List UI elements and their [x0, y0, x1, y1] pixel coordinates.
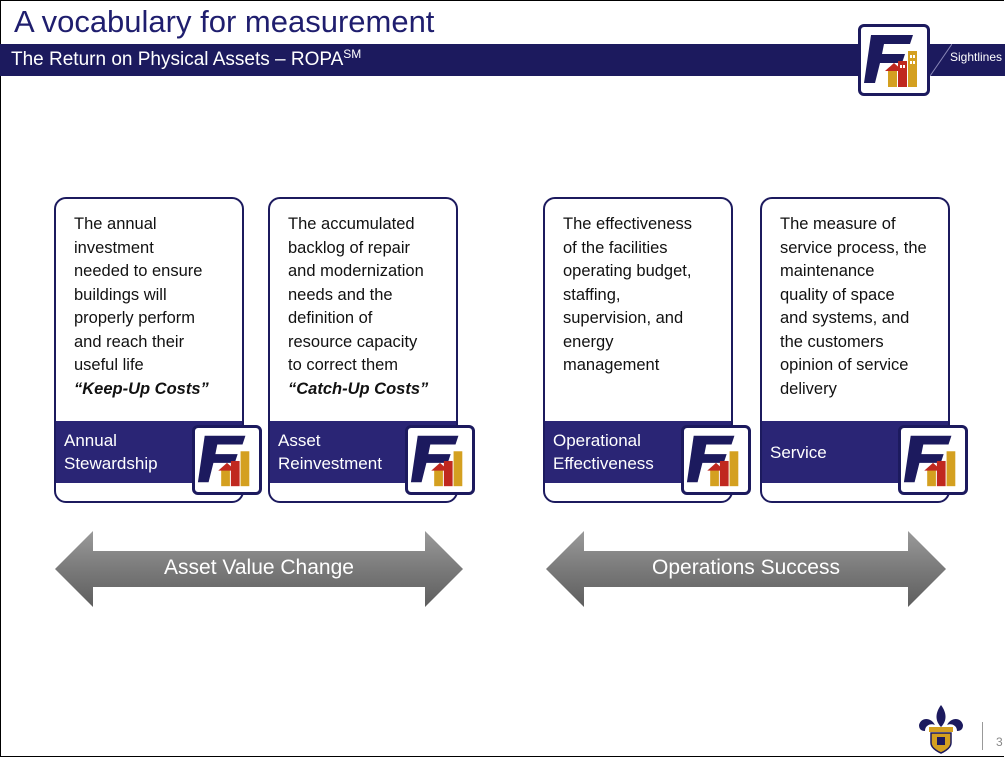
card-line: The effectiveness — [563, 215, 693, 233]
card-line: investment — [74, 238, 154, 257]
card-line: properly perform — [74, 309, 196, 327]
double-arrow-left — [55, 531, 463, 607]
card-line: energy — [563, 332, 614, 351]
card-description: The annual investment needed to ensure b… — [74, 213, 234, 401]
card-line: opinion of service — [780, 356, 909, 374]
page-number-divider — [982, 722, 983, 750]
card-label-line: Stewardship — [64, 454, 158, 473]
card-logo-icon — [192, 425, 262, 495]
card-line: resource capacity — [288, 332, 418, 351]
card-description: The measure of service process, the main… — [780, 213, 940, 401]
brand-separator — [930, 44, 952, 76]
card-line: needs and the — [288, 285, 393, 304]
card-label-line: Reinvestment — [278, 454, 382, 473]
card-emphasis: “Catch-Up Costs” — [288, 379, 429, 398]
card-line: delivery — [780, 379, 837, 398]
card-line: useful life — [74, 356, 144, 374]
card-line: maintenance — [780, 262, 875, 280]
card-line: The accumulated — [288, 215, 415, 233]
card-line: and systems, and — [780, 309, 910, 327]
card-line: operating budget, — [563, 262, 692, 280]
card-line: The annual — [74, 215, 157, 233]
card-description: The effectiveness of the facilities oper… — [563, 213, 723, 378]
card-line: buildings will — [74, 285, 167, 304]
card-line: the customers — [780, 332, 884, 351]
card-line: to correct them — [288, 356, 399, 374]
brand-name: Sightlines — [950, 50, 1003, 64]
header-logo-icon — [858, 24, 930, 96]
card-logo-icon — [681, 425, 751, 495]
card-line: and reach their — [74, 332, 185, 351]
service-mark: SM — [343, 47, 362, 61]
asset-value-change-label: Asset Value Change — [164, 556, 354, 579]
double-arrow-right — [546, 531, 946, 607]
card-line: quality of space — [780, 285, 895, 304]
subtitle-text: The Return on Physical Assets – ROPA — [11, 49, 344, 70]
card-line: needed to ensure — [74, 262, 203, 280]
card-label-line: Effectiveness — [553, 454, 654, 473]
card-line: The measure of — [780, 215, 896, 233]
operations-success-label: Operations Success — [652, 556, 840, 579]
card-line: and modernization — [288, 262, 424, 280]
card-logo-icon — [405, 425, 475, 495]
fleur-de-lis-crest-icon — [919, 705, 963, 754]
card-line: supervision, and — [563, 309, 684, 327]
card-emphasis: “Keep-Up Costs” — [74, 379, 209, 398]
page-number: 3 — [996, 735, 1003, 749]
card-label-line: Service — [770, 443, 827, 462]
card-line: backlog of repair — [288, 238, 410, 257]
card-line: management — [563, 356, 660, 374]
card-line: definition of — [288, 309, 373, 327]
card-line: staffing, — [563, 285, 621, 304]
card-label-line: Asset — [278, 431, 321, 450]
card-description: The accumulated backlog of repair and mo… — [288, 213, 448, 401]
card-line: service process, the — [780, 238, 927, 257]
card-label-line: Operational — [553, 431, 641, 450]
slide-title: A vocabulary for measurement — [14, 4, 435, 39]
card-logo-icon — [898, 425, 968, 495]
card-label-line: Annual — [64, 431, 117, 450]
card-line: of the facilities — [563, 238, 668, 257]
slide-subtitle: The Return on Physical Assets – ROPASM — [11, 47, 362, 71]
subtitle-bar — [0, 44, 1005, 76]
